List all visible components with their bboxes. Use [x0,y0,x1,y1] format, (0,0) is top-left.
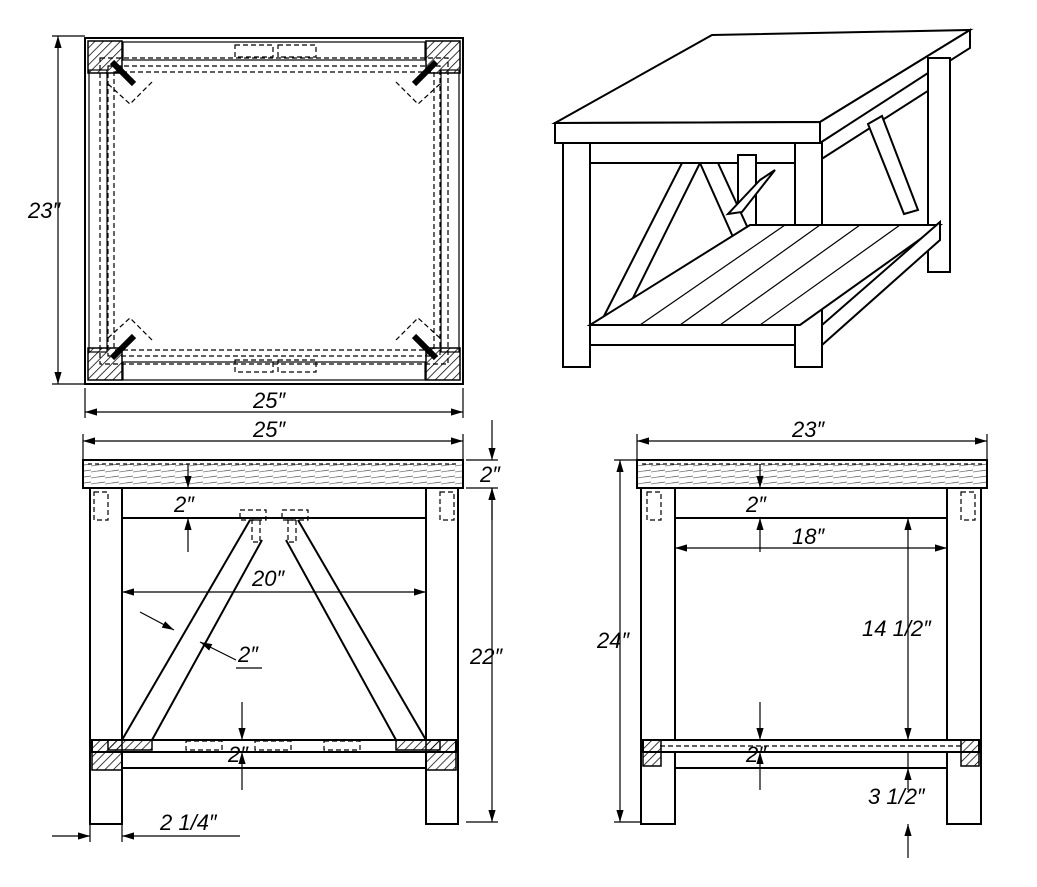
perspective-view [551,28,974,368]
side-overall-height: 24″ [596,628,630,653]
front-brace-width: 2″ [237,642,259,667]
top-view: 23″ 25″ [27,35,464,418]
front-inner-span: 20″ [251,566,285,591]
front-shelf-thickness: 2″ [227,742,249,767]
side-view: 23″ 2″ 18″ 24″ 14 1/2″ 2″ 3 1/2″ [596,417,988,858]
side-inner-span: 18″ [792,524,825,549]
top-view-height-label: 23″ [27,198,61,223]
front-overall-width: 25″ [252,417,286,442]
side-apron-height: 2″ [745,492,767,517]
top-view-width-label: 25″ [252,388,286,413]
side-overall-width: 23″ [791,417,825,442]
side-shelf-bottom-gap: 3 1/2″ [868,784,926,809]
front-leg-width: 2 1/4″ [159,810,218,835]
front-view: 25″ 2″ 2″ 20″ 2″ 22″ 2″ 2 1/4″ [52,417,503,842]
side-shelf-gap: 14 1/2″ [862,616,932,641]
front-top-thickness: 2″ [479,462,501,487]
front-apron-height: 2″ [173,492,195,517]
side-shelf-thickness: 2″ [745,742,767,767]
front-leg-height: 22″ [469,644,503,669]
